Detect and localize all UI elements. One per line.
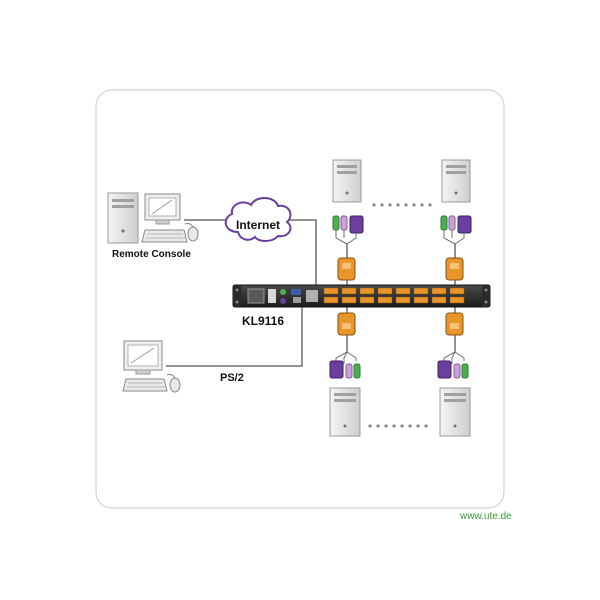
mouse-icon xyxy=(184,222,199,242)
local-console xyxy=(122,340,181,393)
ps2-console-cable xyxy=(166,304,303,367)
kvm-switch-icon xyxy=(232,284,491,308)
server-tower-icon xyxy=(332,159,362,203)
internet-label: Internet xyxy=(236,218,281,232)
kvm-cable-adapter-icon xyxy=(332,215,364,281)
remote-console-label: Remote Console xyxy=(112,249,191,260)
remote-console xyxy=(107,192,199,244)
kvm-cable-adapter-icon xyxy=(440,215,472,281)
kvm-cable-adapter-icon xyxy=(437,312,469,379)
keyboard-icon xyxy=(122,378,168,392)
ellipsis-dots xyxy=(368,424,428,428)
kvm-cable-adapter-icon xyxy=(329,312,361,379)
kvm-port-bank xyxy=(323,287,465,304)
ellipsis-dots xyxy=(372,203,432,207)
computer-icon xyxy=(144,193,181,225)
watermark-link[interactable]: www.ute.de xyxy=(460,511,512,522)
server-tower-icon xyxy=(107,192,139,244)
keyboard-icon xyxy=(141,229,188,243)
ps2-label: PS/2 xyxy=(220,372,244,384)
mouse-icon xyxy=(166,373,181,393)
internet-to-kvm-cable xyxy=(282,219,317,287)
kvm-model-label: KL9116 xyxy=(242,314,285,328)
server-tower-icon xyxy=(439,387,471,437)
computer-icon xyxy=(123,340,163,375)
server-tower-icon xyxy=(329,387,361,437)
cloud-icon xyxy=(224,197,292,242)
server-tower-icon xyxy=(441,159,471,203)
